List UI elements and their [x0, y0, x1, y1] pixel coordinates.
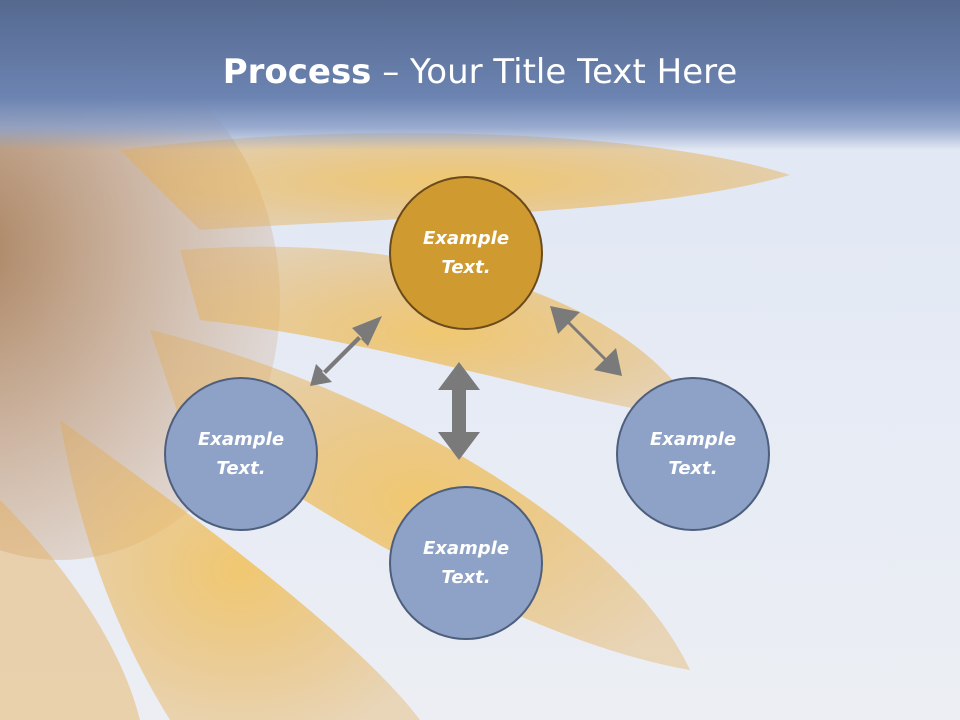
process-node-right: Example Text.: [616, 377, 770, 531]
double-arrow-icon-left: [310, 316, 382, 386]
node-left-text: Example Text.: [197, 429, 285, 479]
title-bold: Process: [222, 52, 372, 92]
title-band: [0, 0, 960, 150]
double-arrow-icon-center: [438, 362, 480, 460]
node-right-text: Example Text.: [649, 429, 737, 479]
double-arrow-icon-right: [550, 306, 622, 376]
process-node-center: Example Text.: [389, 176, 543, 330]
slide-title: Process – Your Title Text Here: [0, 52, 960, 92]
node-bottom-text: Example Text.: [422, 538, 510, 588]
node-center-text: Example Text.: [422, 228, 510, 278]
process-node-left: Example Text.: [164, 377, 318, 531]
title-rest: – Your Title Text Here: [371, 52, 738, 92]
process-node-bottom: Example Text.: [389, 486, 543, 640]
